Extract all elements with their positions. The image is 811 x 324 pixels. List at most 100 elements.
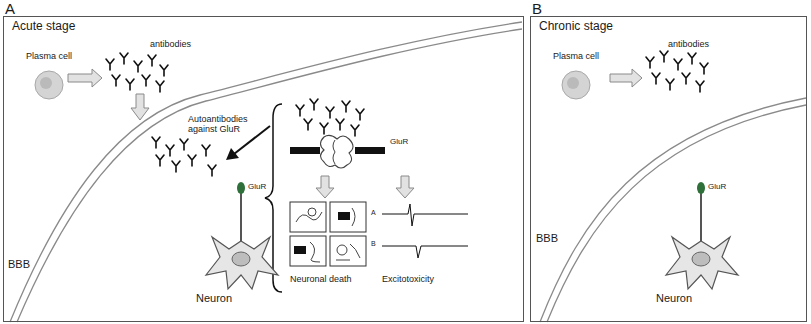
cell-sketch bbox=[294, 246, 306, 254]
antibody-symbol bbox=[646, 57, 654, 68]
antibody-symbol bbox=[296, 105, 304, 116]
micrograph-box bbox=[290, 236, 326, 266]
figure-label: Neuronal death bbox=[290, 274, 352, 284]
antibody-symbol bbox=[188, 155, 196, 166]
antibody-symbol bbox=[148, 55, 156, 66]
cell-shape bbox=[546, 69, 606, 101]
cell-sketch bbox=[308, 208, 316, 216]
antibody-symbol bbox=[336, 119, 344, 130]
hollow-arrow bbox=[131, 94, 149, 120]
micrograph-box bbox=[330, 236, 366, 266]
cell-sketch bbox=[336, 244, 360, 260]
bbb-line bbox=[10, 22, 522, 322]
arrow-head bbox=[226, 148, 239, 160]
neuron-nucleus bbox=[692, 252, 710, 266]
cell-sketch bbox=[296, 212, 322, 222]
cell-nucleus bbox=[40, 77, 52, 89]
bbb-line bbox=[540, 98, 806, 322]
cell-shape bbox=[19, 69, 79, 101]
micrograph-box bbox=[290, 202, 326, 232]
cell-sketch bbox=[352, 208, 355, 226]
antibody-symbol bbox=[134, 61, 142, 72]
antibody-symbol bbox=[310, 99, 318, 110]
stage-panel: BChronic stagePlasma cellNeuronantibodie… bbox=[530, 16, 807, 322]
bbb-line bbox=[17, 29, 522, 322]
antibody-symbol bbox=[172, 161, 180, 172]
antibody-symbol bbox=[700, 63, 708, 74]
neuron-shape bbox=[656, 179, 746, 307]
antibody-symbol bbox=[142, 75, 150, 86]
receptor-symbol bbox=[697, 182, 705, 194]
neuron-cell: Neuron bbox=[196, 179, 286, 307]
membrane-bar bbox=[290, 147, 320, 154]
cell-sketch bbox=[337, 245, 347, 255]
antibody-symbol bbox=[342, 101, 350, 112]
antibody-symbol bbox=[666, 79, 674, 90]
antibody-symbol bbox=[326, 107, 334, 118]
receptor-symbol bbox=[321, 135, 354, 168]
antibody-symbol bbox=[696, 81, 704, 92]
cell-sketch bbox=[338, 212, 350, 220]
antibody-symbol bbox=[156, 155, 164, 166]
antibody-symbol bbox=[126, 79, 134, 90]
receptor-symbol bbox=[333, 140, 335, 164]
panel-title: Chronic stage bbox=[539, 20, 613, 34]
bbb-line bbox=[547, 105, 806, 322]
panel-letter: A bbox=[5, 0, 15, 17]
cell-label: Plasma cell bbox=[26, 51, 72, 61]
plasma-cell: Plasma cell bbox=[546, 49, 606, 101]
panel-title: Acute stage bbox=[12, 20, 75, 34]
antibody-symbol bbox=[160, 65, 168, 76]
antibody-symbol bbox=[112, 75, 120, 86]
antibody-symbol bbox=[208, 165, 216, 176]
antibody-symbol bbox=[152, 137, 160, 148]
figure-label: Excitotoxicity bbox=[382, 274, 434, 284]
antibody-symbol bbox=[202, 145, 210, 156]
receptor-symbol bbox=[237, 182, 245, 194]
receptor-label: GluR bbox=[708, 182, 726, 191]
hollow-arrow bbox=[316, 176, 334, 198]
current-trace bbox=[382, 246, 468, 258]
antibody-label: Autoantibodies against GluR bbox=[188, 114, 254, 135]
antibody-symbol bbox=[120, 53, 128, 64]
cell-label: Plasma cell bbox=[553, 51, 599, 61]
antibody-symbol bbox=[356, 109, 364, 120]
antibody-symbol bbox=[682, 73, 690, 84]
antibody-symbol bbox=[106, 59, 114, 70]
receptor-label: GluR bbox=[248, 182, 266, 191]
antibody-symbol bbox=[674, 59, 682, 70]
plasma-cell: Plasma cell bbox=[19, 49, 79, 101]
trace-label: A bbox=[371, 209, 376, 217]
cell-sketch bbox=[310, 242, 320, 262]
current-trace bbox=[382, 204, 468, 226]
hollow-arrow bbox=[610, 69, 642, 87]
micrograph-box bbox=[330, 202, 366, 232]
antibody-label: antibodies bbox=[150, 39, 191, 49]
membrane-bar bbox=[355, 147, 385, 154]
neuronal-death-figure bbox=[290, 202, 366, 266]
neuron-body bbox=[206, 237, 278, 289]
cell-body bbox=[562, 71, 590, 99]
receptor-label: GluR bbox=[390, 137, 408, 146]
dendrite bbox=[240, 193, 242, 241]
barrier-label: BBB bbox=[536, 232, 558, 245]
antibody-symbol bbox=[351, 125, 359, 136]
cell-nucleus bbox=[567, 77, 579, 89]
antibody-label: antibodies bbox=[668, 39, 709, 49]
cell-body bbox=[35, 71, 63, 99]
panel-letter: B bbox=[532, 0, 542, 17]
antibody-symbol bbox=[320, 123, 328, 134]
hollow-arrow bbox=[68, 69, 102, 87]
hollow-arrow bbox=[396, 176, 414, 198]
cell-label: Neuron bbox=[196, 292, 232, 305]
antibody-symbol bbox=[660, 51, 668, 62]
neuron-cell: Neuron bbox=[656, 179, 746, 307]
antibody-symbol bbox=[652, 73, 660, 84]
neuron-body bbox=[666, 237, 738, 289]
barrier-label: BBB bbox=[8, 258, 30, 271]
antibody-symbol bbox=[688, 53, 696, 64]
antibody-symbol bbox=[180, 139, 188, 150]
stage-panel: A Acute stagePlasma cellNeuron antibodiesA… bbox=[3, 16, 524, 322]
antibody-symbol bbox=[304, 119, 312, 130]
